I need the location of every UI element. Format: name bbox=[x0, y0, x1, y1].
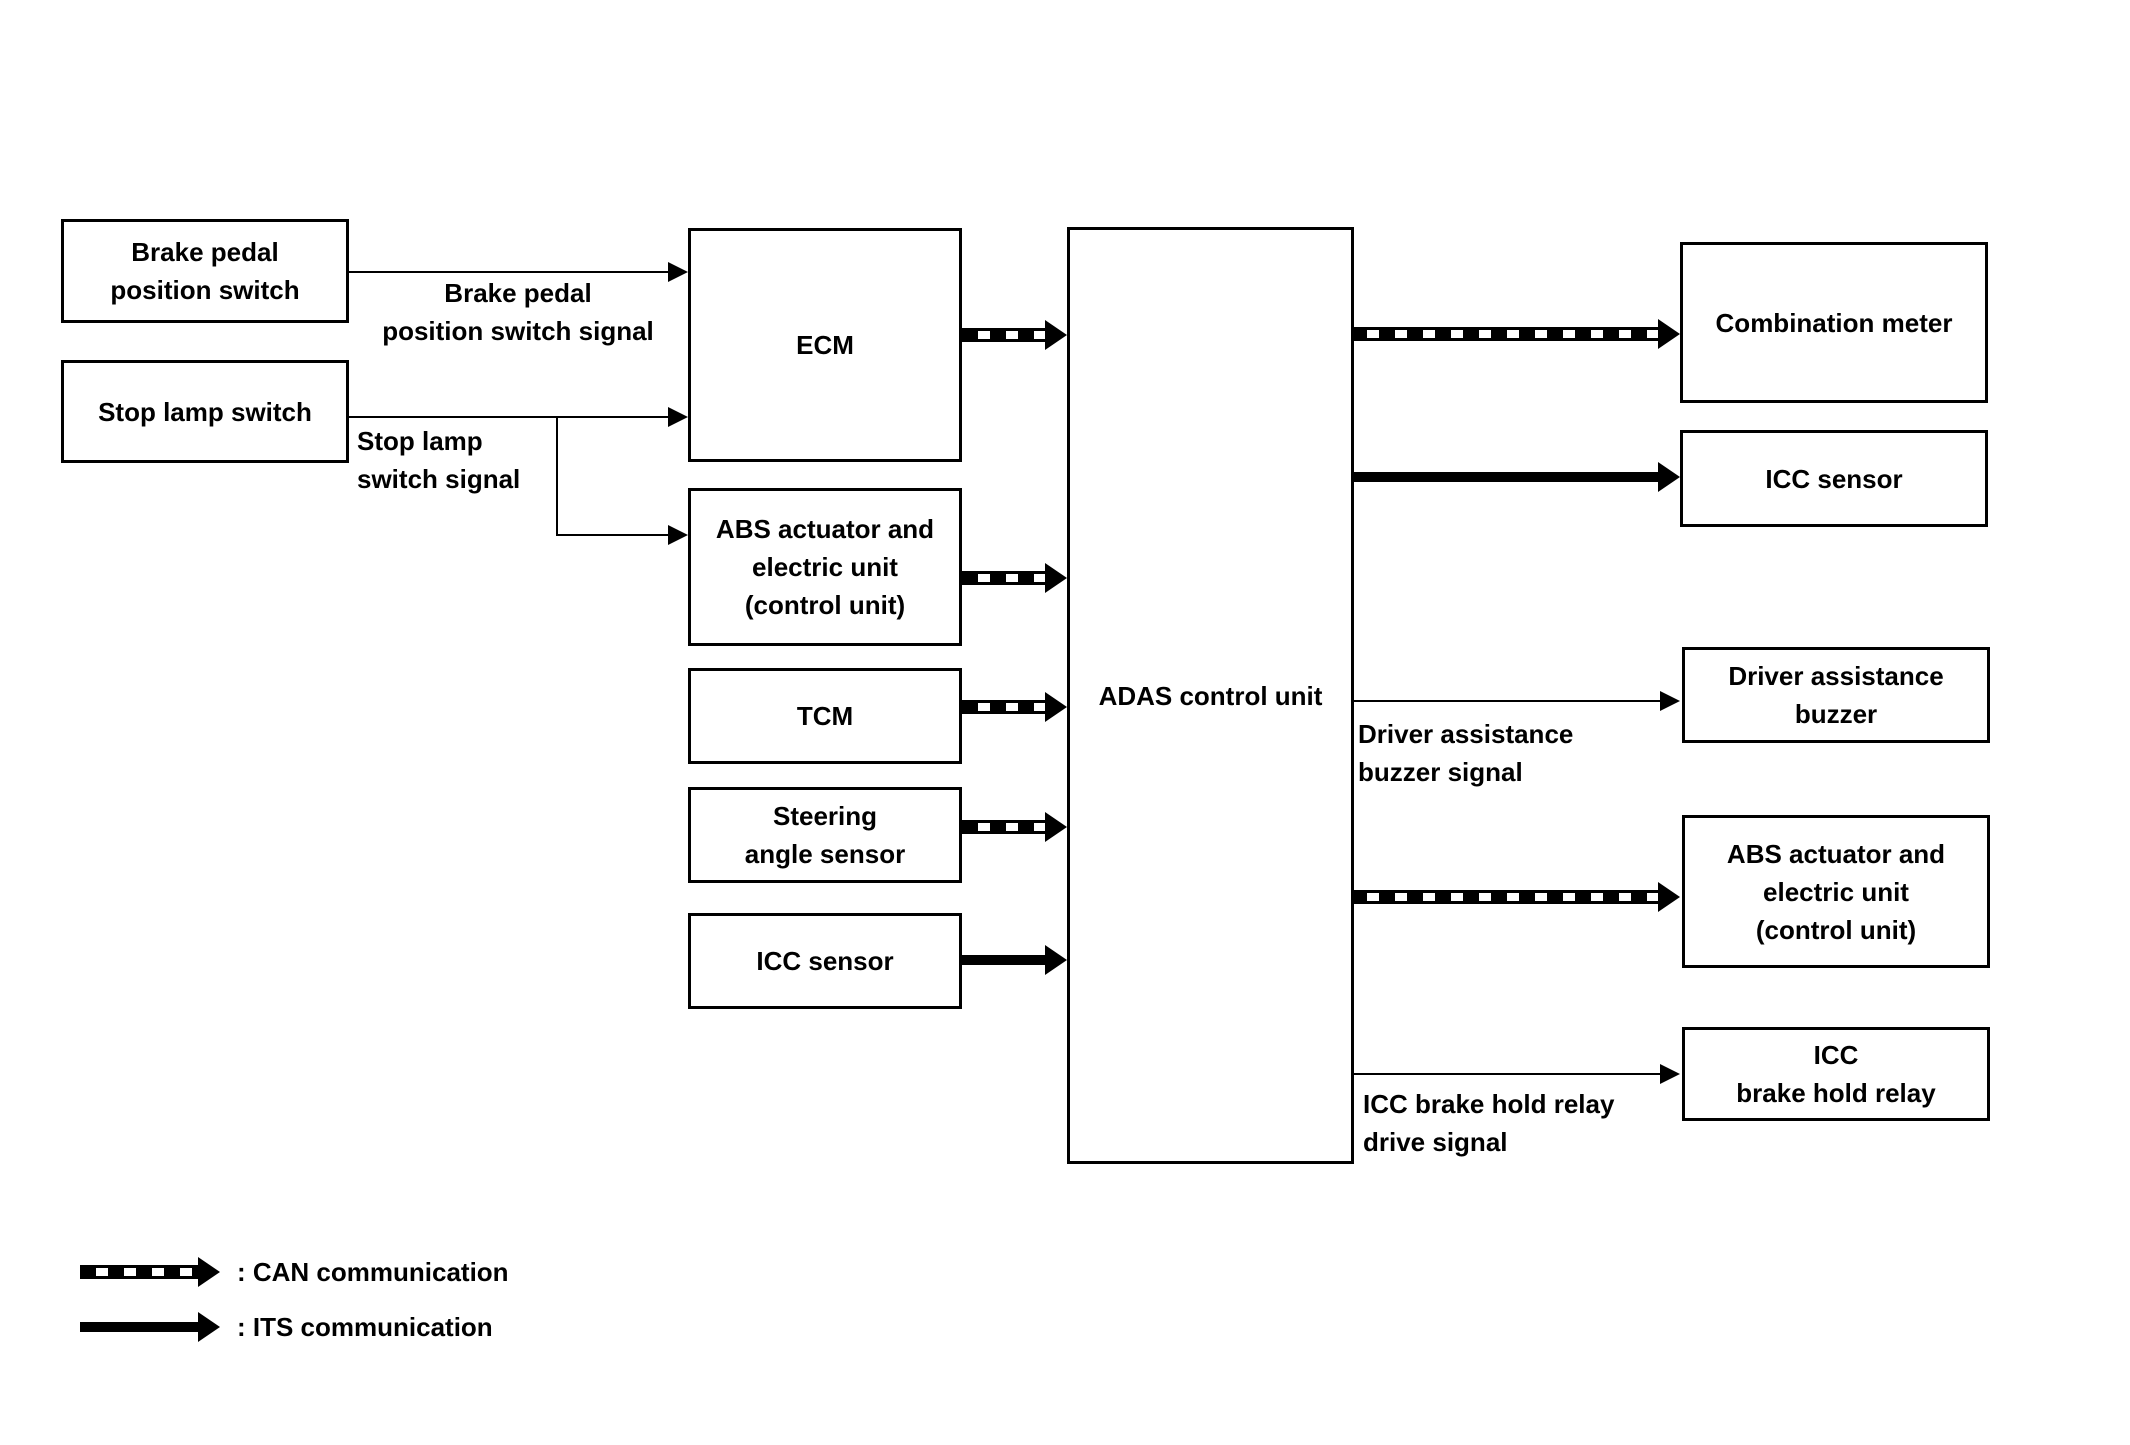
arrow-line bbox=[1351, 700, 1662, 702]
can-line bbox=[80, 1265, 200, 1279]
arrow-line bbox=[1351, 1073, 1662, 1075]
arrowhead-icon bbox=[1658, 462, 1680, 492]
can-line bbox=[962, 571, 1047, 585]
arrowhead-icon bbox=[198, 1257, 220, 1287]
box-combination-meter: Combination meter bbox=[1680, 242, 1988, 403]
arrowhead-icon bbox=[668, 407, 688, 427]
can-line bbox=[962, 700, 1047, 714]
label-relay-signal: ICC brake hold relay drive signal bbox=[1363, 1089, 1615, 1157]
box-icc-sensor-left: ICC sensor bbox=[688, 913, 962, 1009]
box-driver-assistance-buzzer: Driver assistance buzzer bbox=[1682, 647, 1990, 743]
arrowhead-icon bbox=[1658, 882, 1680, 912]
box-icc-brake-hold-relay: ICC brake hold relay bbox=[1682, 1027, 1990, 1121]
box-abs-actuator-right: ABS actuator and electric unit (control … bbox=[1682, 815, 1990, 968]
box-stop-lamp-switch: Stop lamp switch bbox=[61, 360, 349, 463]
its-line bbox=[1351, 472, 1660, 482]
arrowhead-icon bbox=[1045, 945, 1067, 975]
label-buzzer-signal: Driver assistance buzzer signal bbox=[1358, 719, 1574, 787]
arrow-line bbox=[556, 417, 558, 535]
arrowhead-icon bbox=[1045, 692, 1067, 722]
its-line bbox=[80, 1322, 200, 1332]
arrowhead-icon bbox=[1660, 691, 1680, 711]
box-adas-control-unit: ADAS control unit bbox=[1067, 227, 1354, 1164]
can-line bbox=[962, 328, 1047, 342]
can-line bbox=[1351, 327, 1660, 341]
arrowhead-icon bbox=[1658, 319, 1680, 349]
can-line bbox=[962, 820, 1047, 834]
box-steering-angle-sensor: Steering angle sensor bbox=[688, 787, 962, 883]
legend-can-label: : CAN communication bbox=[237, 1257, 509, 1287]
box-abs-actuator-left: ABS actuator and electric unit (control … bbox=[688, 488, 962, 646]
its-line bbox=[962, 955, 1047, 965]
arrowhead-icon bbox=[1045, 812, 1067, 842]
box-ecm: ECM bbox=[688, 228, 962, 462]
label-brake-pedal-signal: Brake pedal position switch signal bbox=[382, 278, 654, 346]
arrowhead-icon bbox=[1660, 1064, 1680, 1084]
arrowhead-icon bbox=[1045, 563, 1067, 593]
arrowhead-icon bbox=[1045, 320, 1067, 350]
arrowhead-icon bbox=[198, 1312, 220, 1342]
arrowhead-icon bbox=[668, 525, 688, 545]
can-line bbox=[1351, 890, 1660, 904]
arrow-line bbox=[556, 534, 670, 536]
label-stop-lamp-signal: Stop lamp switch signal bbox=[357, 426, 521, 494]
arrowhead-icon bbox=[668, 262, 688, 282]
box-tcm: TCM bbox=[688, 668, 962, 764]
arrow-line bbox=[348, 416, 670, 418]
box-brake-pedal-position-switch: Brake pedal position switch bbox=[61, 219, 349, 323]
box-icc-sensor-right: ICC sensor bbox=[1680, 430, 1988, 527]
legend-its-label: : ITS communication bbox=[237, 1312, 493, 1342]
arrow-line bbox=[348, 271, 670, 273]
